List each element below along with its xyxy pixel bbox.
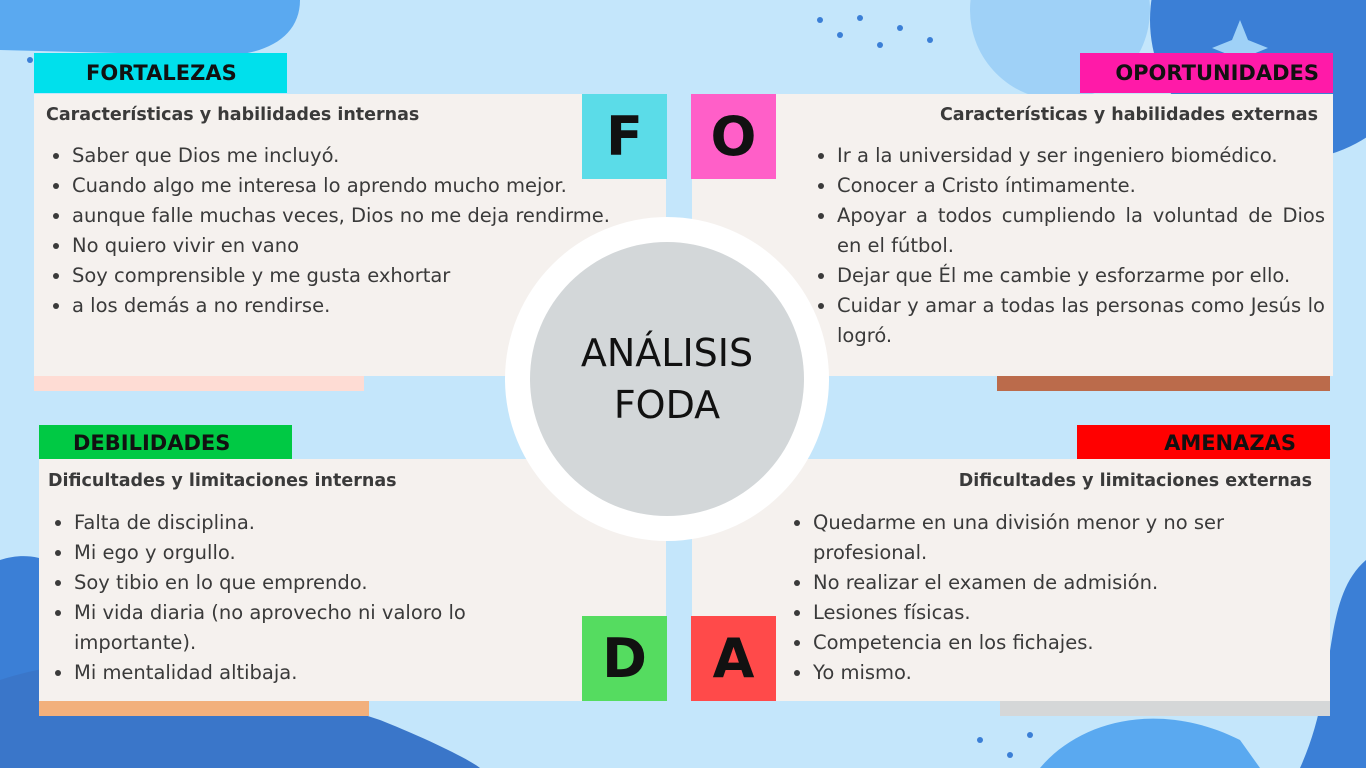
- oportunidades-accent-bar: [997, 376, 1330, 391]
- amenazas-accent-bar: [1000, 701, 1330, 716]
- center-disc: ANÁLISIS FODA: [530, 242, 804, 516]
- list-item: aunque falle muchas veces, Dios no me de…: [72, 201, 644, 231]
- list-item: Cuando algo me interesa lo aprendo mucho…: [72, 171, 644, 201]
- page-title: ANÁLISIS FODA: [580, 331, 754, 427]
- list-item: Falta de disciplina.: [74, 508, 554, 538]
- list-item: Soy tibio en lo que emprendo.: [74, 568, 554, 598]
- amenazas-panel: [692, 459, 1330, 701]
- list-item: Cuidar y amar a todas las personas como …: [837, 291, 1325, 351]
- letter-o-badge: O: [691, 94, 776, 179]
- oportunidades-label: OPORTUNIDADES: [1080, 53, 1333, 93]
- list-item: Saber que Dios me incluyó.: [72, 141, 644, 171]
- oportunidades-list: Ir a la universidad y ser ingeniero biom…: [811, 141, 1325, 351]
- list-item: a los demás a no rendirse.: [72, 291, 644, 321]
- list-item: Quedarme en una división menor y no ser …: [813, 508, 1283, 568]
- fortalezas-subtitle: Características y habilidades internas: [46, 105, 420, 125]
- list-item: Dejar que Él me cambie y esforzarme por …: [837, 261, 1325, 291]
- list-item: Mi ego y orgullo.: [74, 538, 554, 568]
- letter-f-badge: F: [582, 94, 667, 179]
- oportunidades-subtitle: Características y habilidades externas: [939, 105, 1318, 125]
- list-item: Mi mentalidad altibaja.: [74, 658, 554, 688]
- amenazas-subtitle: Dificultades y limitaciones externas: [958, 471, 1312, 491]
- list-item: Ir a la universidad y ser ingeniero biom…: [837, 141, 1325, 171]
- letter-a-badge: A: [691, 616, 776, 701]
- fortalezas-accent-bar: [34, 376, 364, 391]
- debilidades-list: Falta de disciplina. Mi ego y orgullo. S…: [48, 508, 554, 688]
- list-item: Apoyar a todos cumpliendo la voluntad de…: [837, 201, 1325, 261]
- list-item: Yo mismo.: [813, 658, 1283, 688]
- debilidades-subtitle: Dificultades y limitaciones internas: [48, 471, 397, 491]
- list-item: Conocer a Cristo íntimamente.: [837, 171, 1325, 201]
- list-item: No quiero vivir en vano: [72, 231, 644, 261]
- list-item: Competencia en los fichajes.: [813, 628, 1283, 658]
- list-item: Mi vida diaria (no aprovecho ni valoro l…: [74, 598, 554, 658]
- list-item: Soy comprensible y me gusta exhortar: [72, 261, 644, 291]
- debilidades-label: DEBILIDADES: [39, 425, 292, 459]
- debilidades-accent-bar: [39, 701, 369, 716]
- list-item: No realizar el examen de admisión.: [813, 568, 1283, 598]
- amenazas-label: AMENAZAS: [1077, 425, 1330, 459]
- fortalezas-label: FORTALEZAS: [34, 53, 287, 93]
- fortalezas-list: Saber que Dios me incluyó. Cuando algo m…: [46, 141, 644, 321]
- letter-d-badge: D: [582, 616, 667, 701]
- list-item: Lesiones físicas.: [813, 598, 1283, 628]
- amenazas-list: Quedarme en una división menor y no ser …: [787, 508, 1283, 688]
